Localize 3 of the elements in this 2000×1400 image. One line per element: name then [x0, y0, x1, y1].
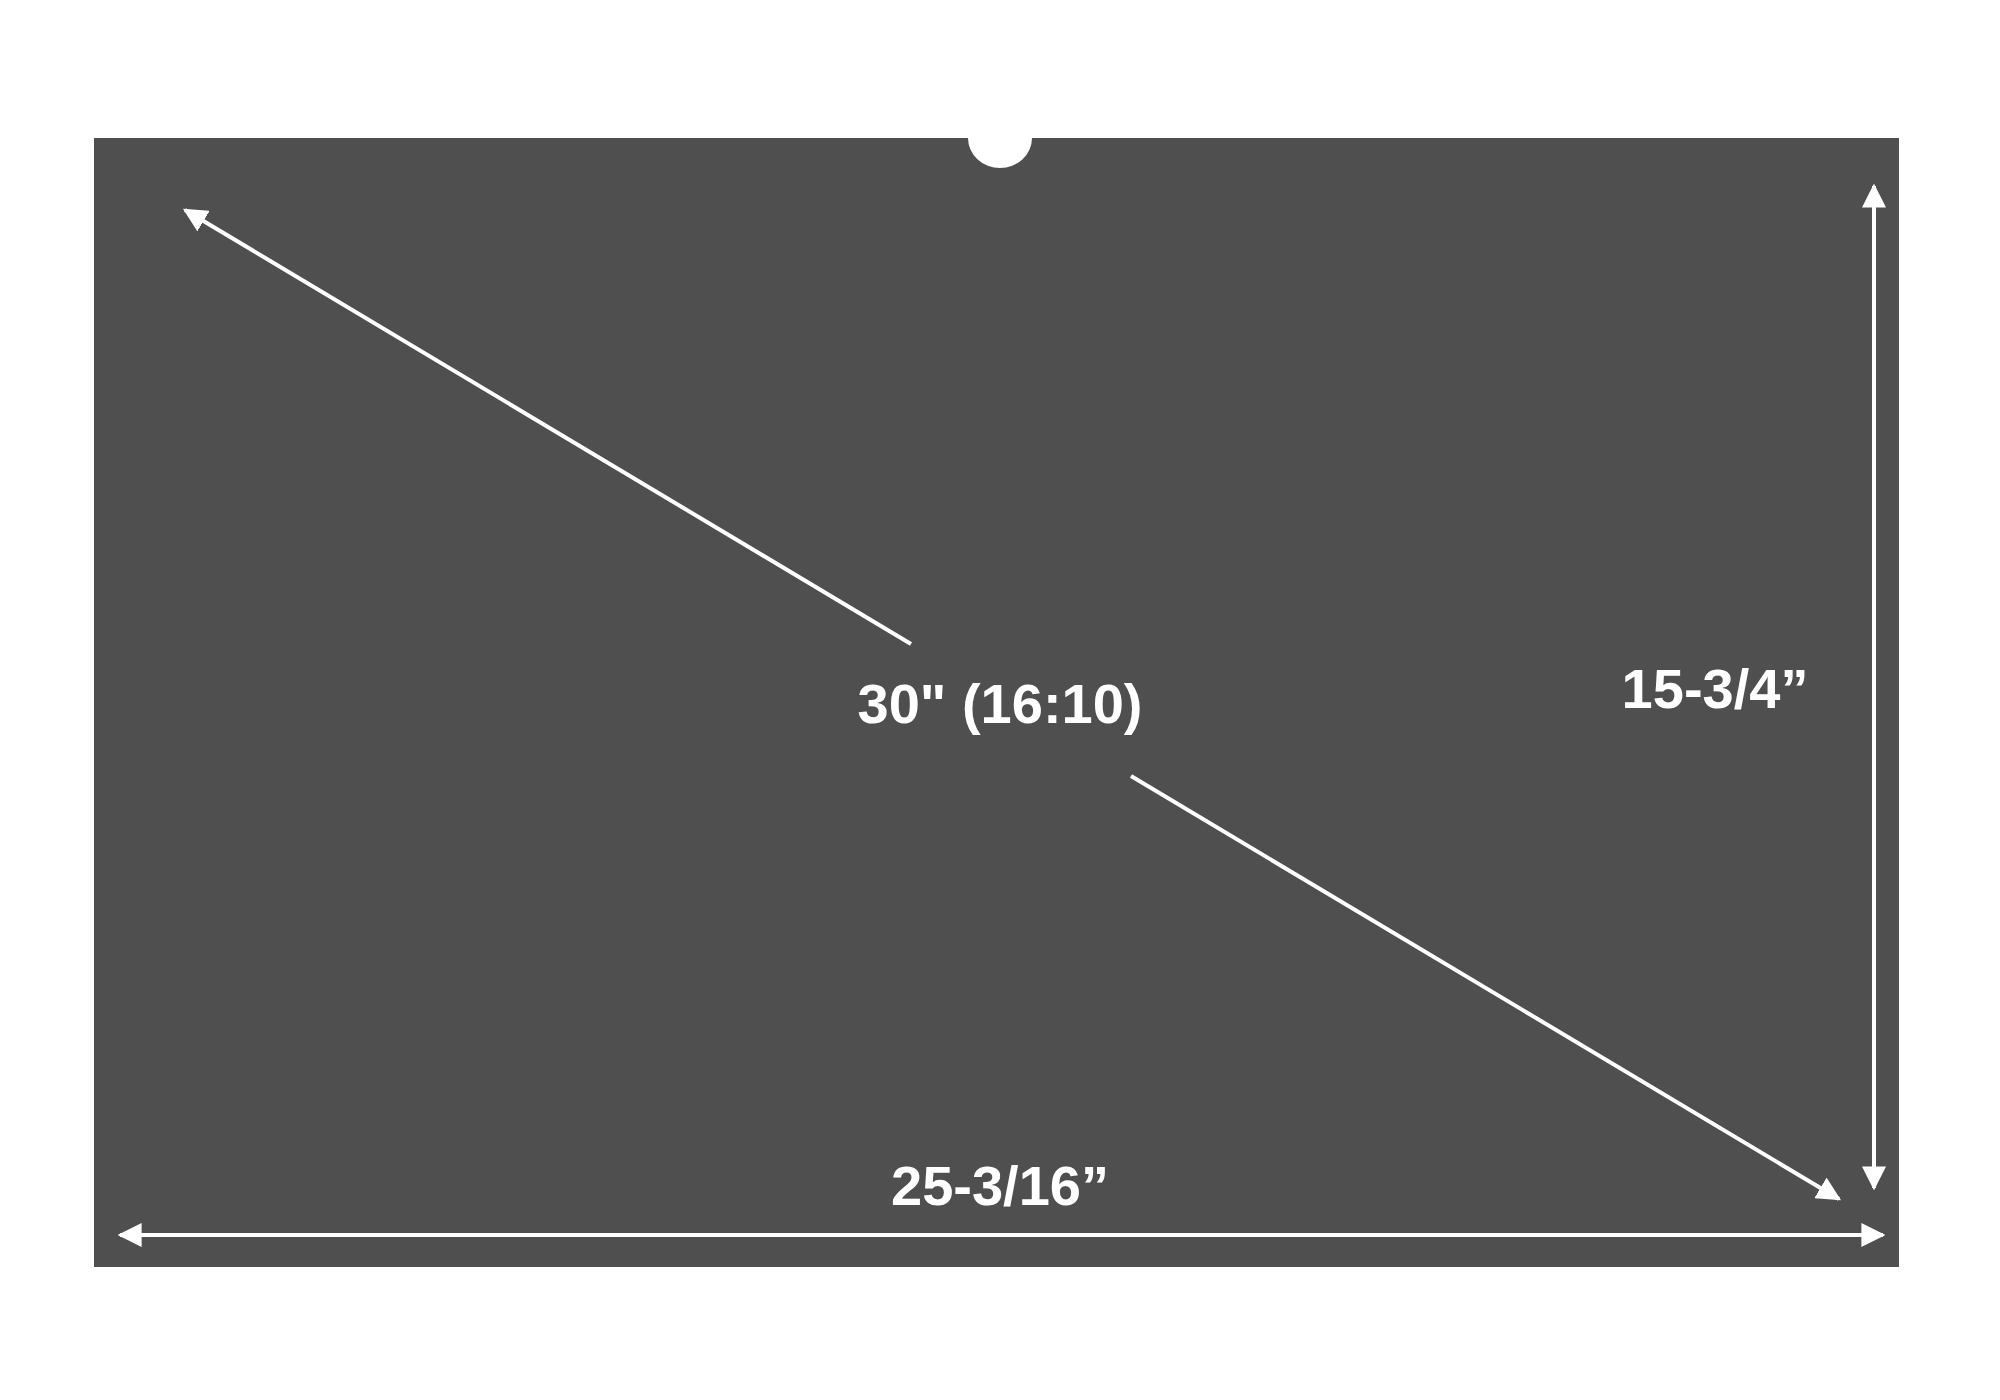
- height-dimension-label: 15-3/4”: [1621, 658, 1809, 720]
- width-dimension-label: 25-3/16”: [891, 1155, 1109, 1217]
- diagonal-size-label: 30" (16:10): [857, 673, 1143, 735]
